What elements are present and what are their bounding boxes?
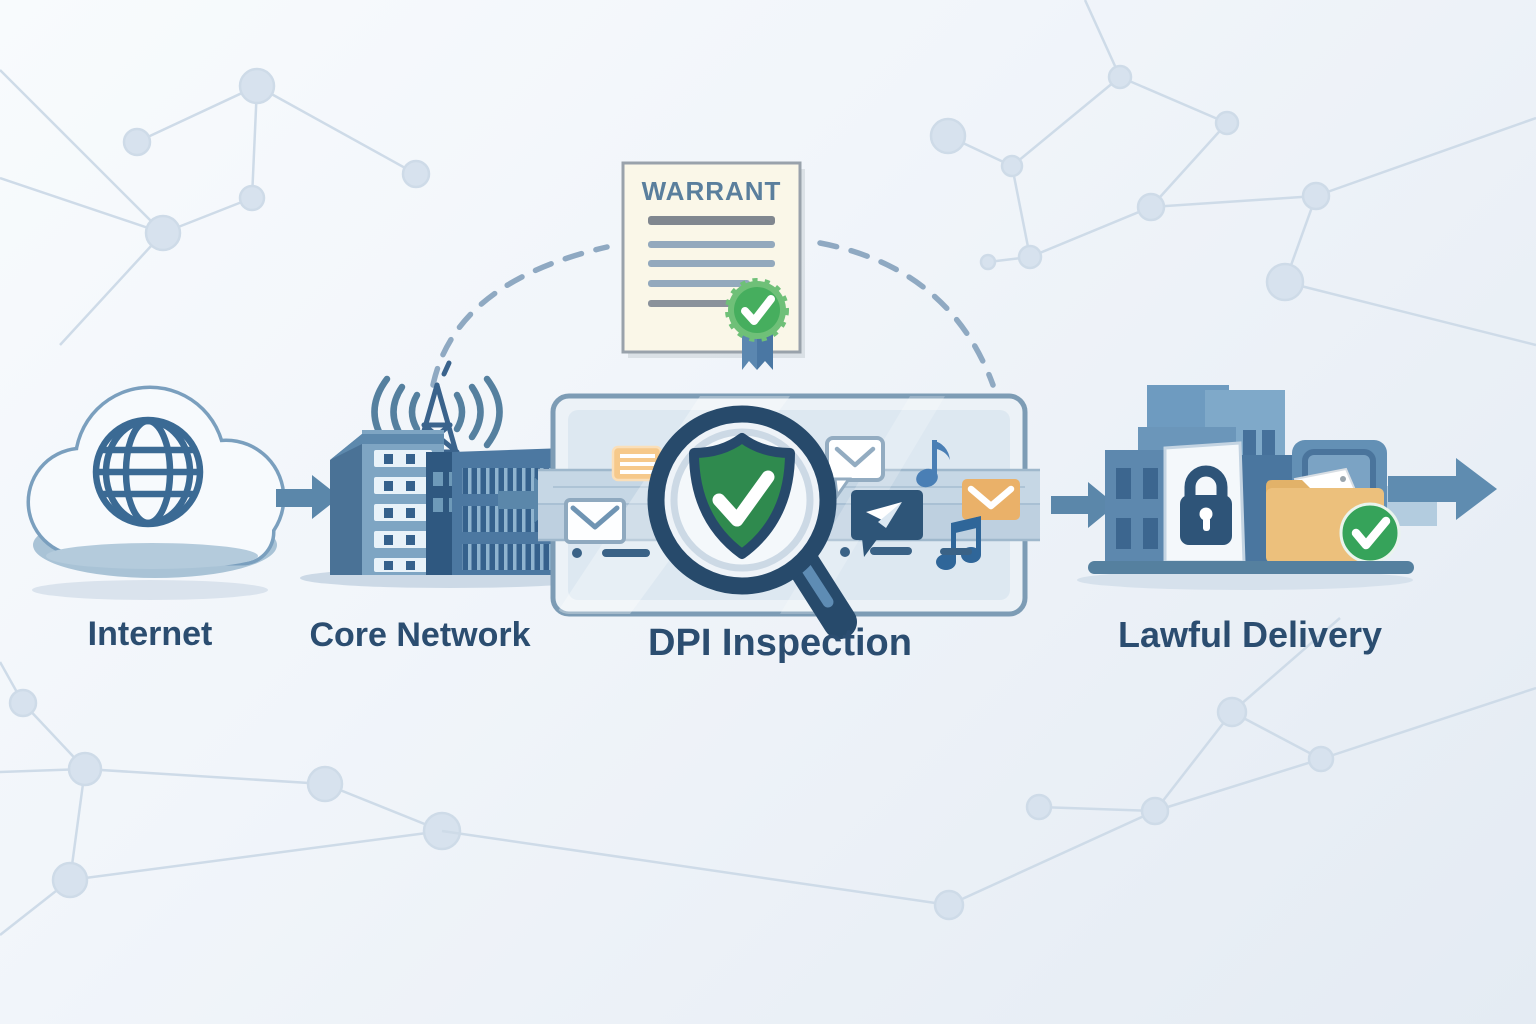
secure-facility-icon xyxy=(1077,385,1437,590)
arrow-icon xyxy=(276,475,340,519)
cloud-globe-icon xyxy=(26,385,286,600)
stage-label-core-network: Core Network xyxy=(309,616,531,654)
stage-label-dpi-inspection: DPI Inspection xyxy=(648,622,912,664)
network-background-icon xyxy=(0,0,1536,936)
envelope-icon xyxy=(564,498,626,544)
morse-dots-dashes-icon xyxy=(572,547,972,558)
arrow-icon xyxy=(1051,482,1116,528)
shield-check-icon xyxy=(689,433,795,559)
lock-icon xyxy=(1163,441,1246,564)
warrant-text-lines xyxy=(648,216,775,307)
dpi-panel xyxy=(538,393,1040,639)
stage-label-internet: Internet xyxy=(87,615,213,653)
ground-shadow xyxy=(32,580,268,600)
orange-envelope-icon xyxy=(962,479,1020,520)
warrant-document-icon xyxy=(621,161,805,370)
arrow-icon xyxy=(1388,458,1497,520)
stage-label-lawful-delivery: Lawful Delivery xyxy=(1117,614,1383,655)
check-circle-icon xyxy=(1339,502,1401,564)
music-note-icon xyxy=(916,440,950,488)
warrant-title: WARRANT xyxy=(641,176,782,206)
globe-icon xyxy=(92,416,204,528)
warrant-link-dashed-arc xyxy=(430,240,996,388)
seal-check-icon xyxy=(725,278,789,342)
magnifier-icon xyxy=(647,405,857,639)
chat-paper-plane-icon xyxy=(851,490,923,557)
